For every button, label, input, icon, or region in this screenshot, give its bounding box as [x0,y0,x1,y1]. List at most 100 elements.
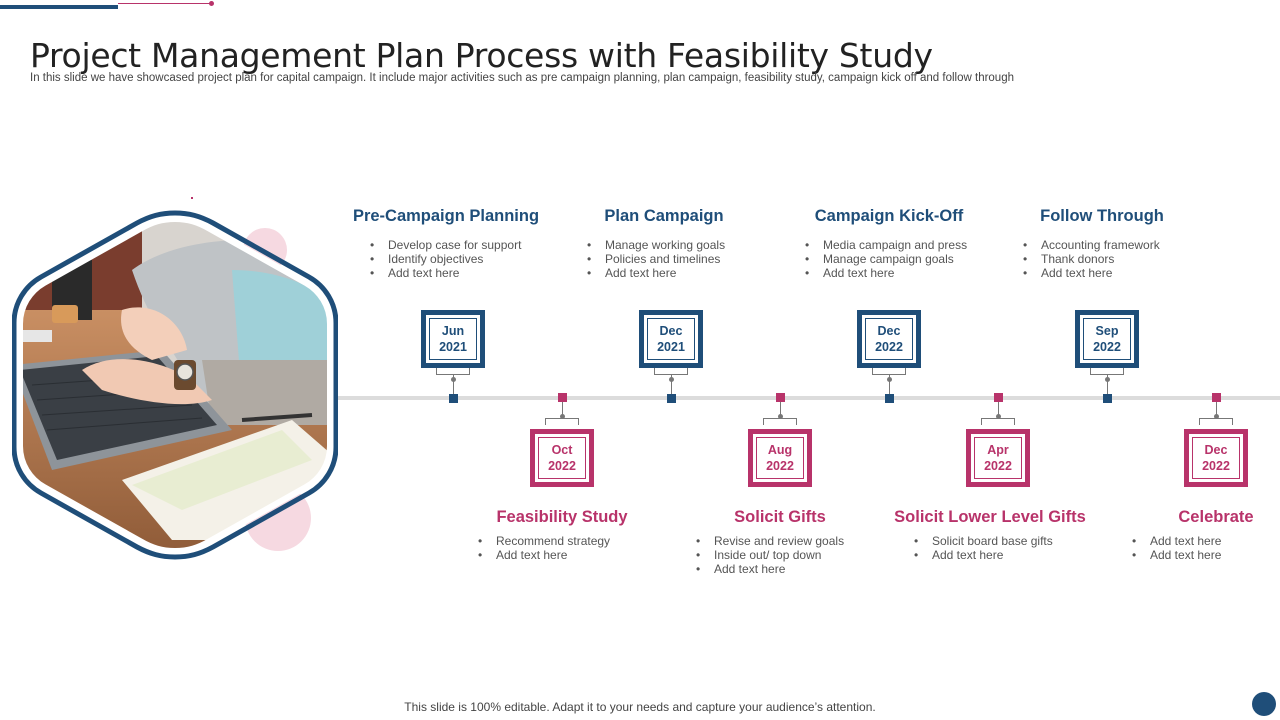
phase-bullets: Manage working goals Policies and timeli… [585,238,725,280]
connector-bracket [872,368,906,375]
phase-pre-campaign-planning: Pre-Campaign Planning [346,207,546,226]
bullet-item: Identify objectives [368,252,521,266]
phase-celebrate: Celebrate [1156,508,1276,527]
phase-bullets: Recommend strategy Add text here [476,534,610,562]
phase-title: Solicit Lower Level Gifts [894,508,1086,526]
bullet-item: Add text here [1130,548,1221,562]
top-accent-line [118,3,212,4]
bullet-item: Develop case for support [368,238,521,252]
bullet-item: Add text here [803,266,967,280]
date-year: 2021 [657,340,685,354]
slide-title: Project Management Plan Process with Fea… [30,36,933,76]
connector-knob [451,377,456,382]
connector-stem [889,375,890,395]
phase-bullets: Accounting framework Thank donors Add te… [1021,238,1160,280]
timeline-marker [1103,394,1112,403]
connector-knob [887,377,892,382]
timeline-marker [558,393,567,402]
connector-stem [998,402,999,418]
connector-bracket [545,418,579,425]
top-accent-bar [0,5,118,9]
connector-stem [671,375,672,395]
date-month: Apr [987,443,1009,457]
connector-stem [1107,375,1108,395]
date-box-oct-2022: Oct 2022 [530,429,594,487]
bullet-item: Add text here [476,548,610,562]
date-box-apr-2022: Apr 2022 [966,429,1030,487]
phase-title: Solicit Gifts [734,508,826,526]
date-box-dec-2021: Dec 2021 [639,310,703,368]
date-year: 2021 [439,340,467,354]
phase-plan-campaign: Plan Campaign [571,207,757,226]
slide-subtitle: In this slide we have showcased project … [30,72,1014,84]
connector-bracket [436,368,470,375]
phase-bullets: Revise and review goals Inside out/ top … [694,534,844,576]
bullet-item: Add text here [1021,266,1160,280]
phase-bullets: Develop case for support Identify object… [368,238,521,280]
phase-title: Plan Campaign [604,207,724,225]
timeline-axis [338,396,1280,400]
bullet-item: Add text here [1130,534,1221,548]
laptop-photo [11,210,339,560]
bullet-item: Policies and timelines [585,252,725,266]
bullet-item: Accounting framework [1021,238,1160,252]
phase-bullets: Add text here Add text here [1130,534,1221,562]
phase-title: Follow Through [1040,207,1164,225]
laptop-photo-hexagon [11,210,339,560]
timeline-marker [776,393,785,402]
date-box-dec-2022-celebrate: Dec 2022 [1184,429,1248,487]
phase-solicit-lower-level-gifts: Solicit Lower Level Gifts [890,508,1090,527]
date-year: 2022 [1093,340,1121,354]
date-box-sep-2022: Sep 2022 [1075,310,1139,368]
connector-knob [1105,377,1110,382]
date-month: Sep [1095,324,1119,338]
bullet-item: Revise and review goals [694,534,844,548]
connector-knob [669,377,674,382]
timeline-marker [994,393,1003,402]
connector-knob [996,414,1001,419]
connector-knob [560,414,565,419]
connector-stem [1216,402,1217,418]
date-month: Dec [659,324,683,338]
date-year: 2022 [984,459,1012,473]
phase-campaign-kick-off: Campaign Kick-Off [789,207,989,226]
connector-bracket [1090,368,1124,375]
connector-knob [1214,414,1219,419]
phase-bullets: Media campaign and press Manage campaign… [803,238,967,280]
date-box-jun-2021: Jun 2021 [421,310,485,368]
bullet-item: Inside out/ top down [694,548,844,562]
decor-dot [191,197,193,199]
phase-follow-through: Follow Through [1017,207,1187,226]
connector-stem [562,402,563,418]
connector-bracket [981,418,1015,425]
phase-title: Pre-Campaign Planning [352,207,540,225]
top-accent-dot [209,1,214,6]
date-box-aug-2022: Aug 2022 [748,429,812,487]
date-box-dec-2022: Dec 2022 [857,310,921,368]
date-month: Oct [551,443,573,457]
date-year: 2022 [875,340,903,354]
phase-title: Feasibility Study [496,508,628,526]
date-year: 2022 [766,459,794,473]
date-month: Dec [877,324,901,338]
connector-bracket [1199,418,1233,425]
bullet-item: Manage campaign goals [803,252,967,266]
bullet-item: Recommend strategy [476,534,610,548]
phase-feasibility-study: Feasibility Study [462,508,662,527]
date-month: Jun [441,324,465,338]
phase-bullets: Solicit board base gifts Add text here [912,534,1053,562]
connector-knob [778,414,783,419]
date-year: 2022 [1202,459,1230,473]
connector-stem [780,402,781,418]
timeline-marker [667,394,676,403]
timeline-marker [885,394,894,403]
timeline-marker [449,394,458,403]
connector-bracket [654,368,688,375]
slide-footer: This slide is 100% editable. Adapt it to… [404,700,876,714]
bullet-item: Solicit board base gifts [912,534,1053,548]
corner-decor-dot [1252,692,1276,716]
phase-title: Campaign Kick-Off [814,207,964,225]
bullet-item: Add text here [368,266,521,280]
phase-solicit-gifts: Solicit Gifts [680,508,880,527]
date-year: 2022 [548,459,576,473]
